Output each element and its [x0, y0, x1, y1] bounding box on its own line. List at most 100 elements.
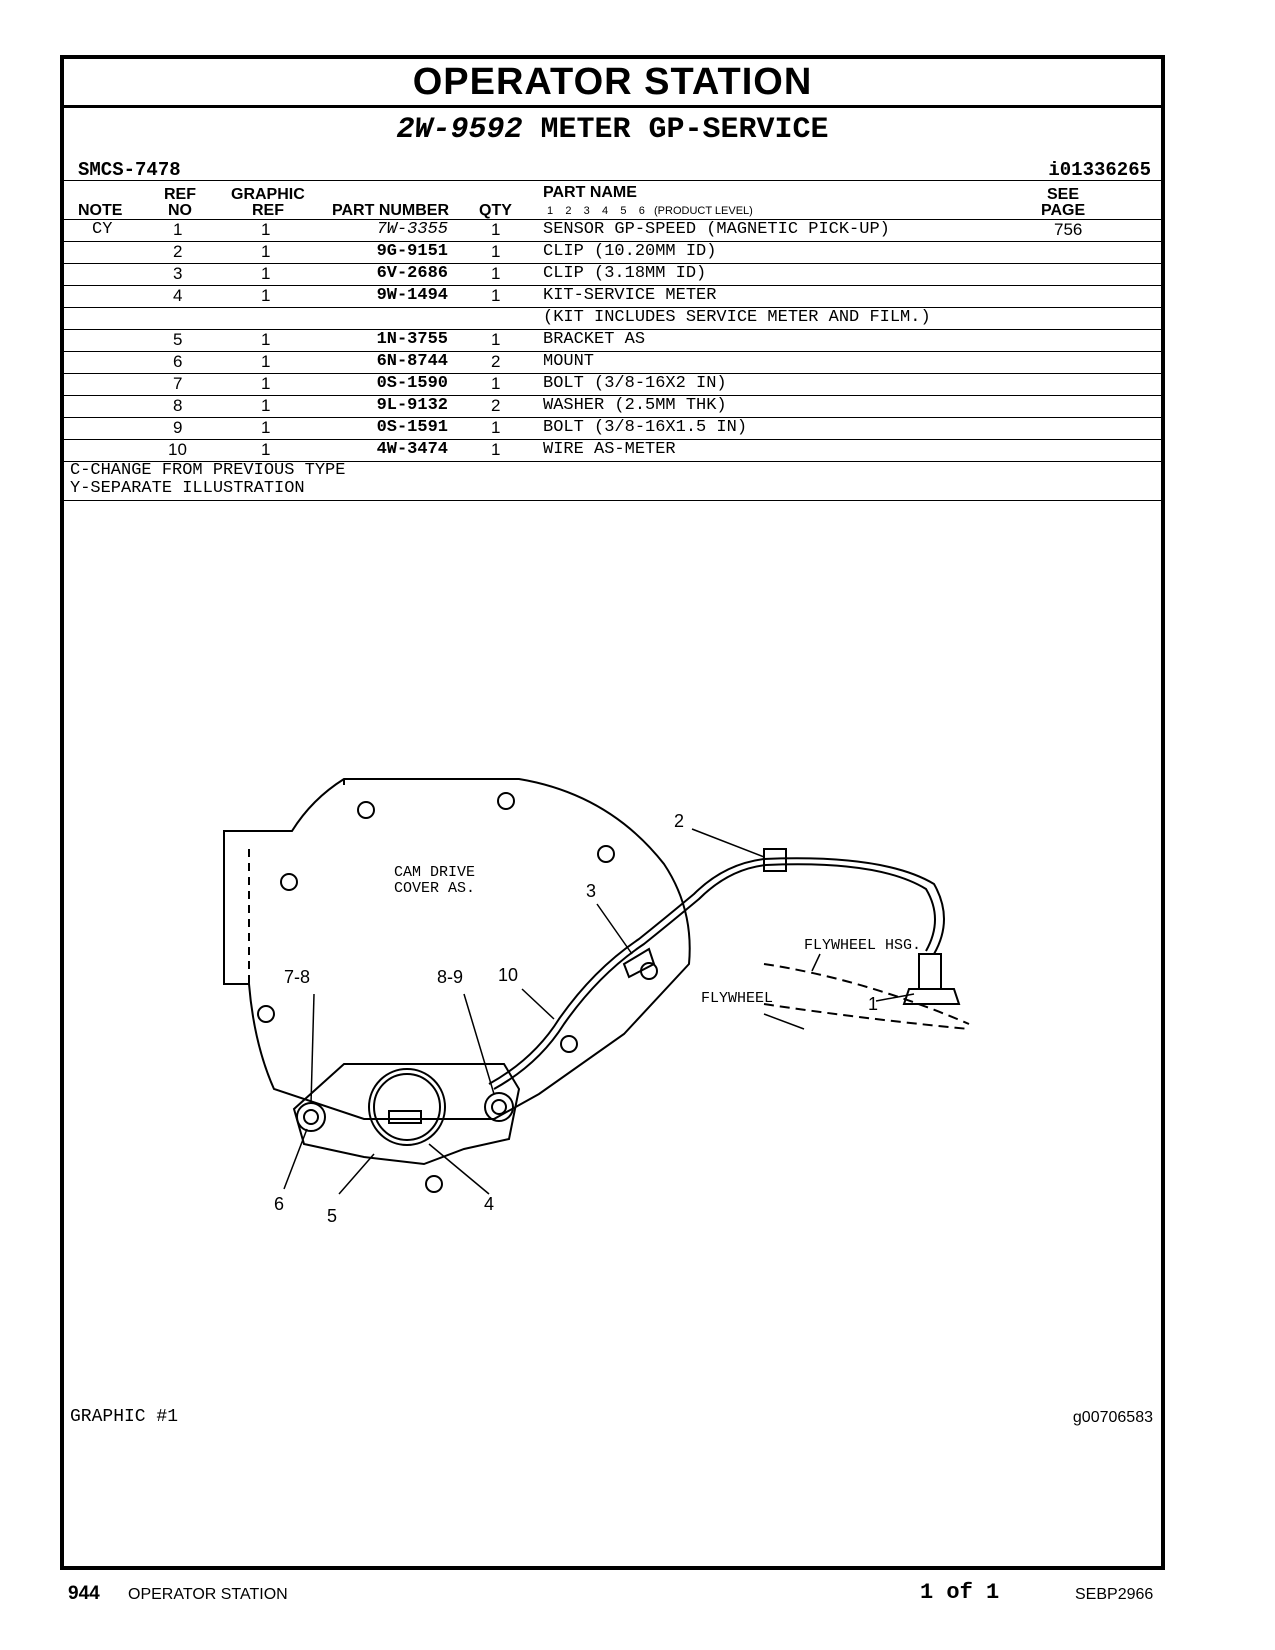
callout-7-8: 7-8 — [284, 967, 311, 987]
row-part-number: 0S-1591 — [376, 418, 448, 437]
row-part-name: BOLT (3/8-16X1.5 IN) — [543, 418, 748, 437]
row-ref: 2 — [173, 242, 183, 261]
row-part-name: KIT-SERVICE METER — [543, 286, 717, 305]
service-meter-face — [373, 1073, 441, 1141]
row-rule — [64, 439, 1161, 440]
header-part-name: PART NAME — [543, 184, 637, 201]
row-qty: 1 — [491, 264, 501, 283]
footer-document-number: SEBP2966 — [1075, 1586, 1154, 1603]
bolt-hole — [560, 1035, 578, 1053]
row-ref: 4 — [173, 286, 183, 305]
row-rule — [64, 241, 1161, 242]
row-qty: 1 — [491, 440, 501, 459]
callout-1: 1 — [868, 994, 879, 1014]
row-part-name: WIRE AS-METER — [543, 440, 676, 459]
footer-section: OPERATOR STATION — [128, 1586, 288, 1603]
callout-4: 4 — [484, 1194, 495, 1214]
row-graphic: 1 — [261, 396, 271, 415]
row-qty: 1 — [491, 220, 501, 239]
row-graphic: 1 — [261, 440, 271, 459]
row-graphic: 1 — [261, 264, 271, 283]
row-rule — [64, 329, 1161, 330]
header-product-level: 1 2 3 4 5 6 (PRODUCT LEVEL) — [547, 205, 753, 217]
cam-drive-cover-outline — [223, 778, 691, 1120]
row-rule — [64, 307, 1161, 308]
meter-counter — [388, 1110, 422, 1124]
footer-page-count: 1 of 1 — [920, 1580, 1000, 1605]
row-ref: 6 — [173, 352, 183, 371]
row-rule — [64, 373, 1161, 374]
row-part-name: WASHER (2.5MM THK) — [543, 396, 727, 415]
graphic-id: g00706583 — [1072, 1409, 1153, 1426]
bolt-hole — [280, 873, 298, 891]
row-rule — [64, 263, 1161, 264]
bolt-hole — [497, 792, 515, 810]
clip-3mm — [622, 947, 656, 979]
meter-wire — [488, 857, 945, 1085]
header-top-rule — [64, 180, 1161, 181]
row-rule — [64, 417, 1161, 418]
row-part-number: 6V-2686 — [376, 264, 448, 283]
row-rule — [64, 285, 1161, 286]
row-ref: 3 — [173, 264, 183, 283]
bolt-hole — [257, 1005, 275, 1023]
row-graphic: 1 — [261, 330, 271, 349]
bolt-hole — [425, 1175, 443, 1193]
row-see-page: 756 — [1054, 220, 1083, 239]
callout-6: 6 — [274, 1194, 285, 1214]
speed-sensor — [918, 953, 942, 990]
row-ref: 1 — [173, 220, 183, 239]
callout-10: 10 — [498, 965, 519, 985]
row-part-number: 4W-3474 — [376, 440, 448, 459]
row-note: CY — [92, 220, 113, 239]
row-part-name: CLIP (3.18MM ID) — [543, 264, 707, 283]
group-title: 2W-9592 METER GP-SERVICE — [64, 112, 1161, 148]
row-graphic: 1 — [261, 220, 271, 239]
row-part-number: 9L-9132 — [376, 396, 448, 415]
row-qty: 2 — [491, 396, 501, 415]
row-part-number: 0S-1590 — [376, 374, 448, 393]
page-title: OPERATOR STATION — [64, 59, 1161, 108]
header-bottom-rule — [64, 219, 1161, 220]
row-part-number: 9W-1494 — [376, 286, 448, 305]
row-part-name: CLIP (10.20MM ID) — [543, 242, 717, 261]
service-meter — [368, 1068, 446, 1146]
cam-drive-label-line: COVER AS. — [394, 880, 476, 897]
row-qty: 2 — [491, 352, 501, 371]
meter-wire — [493, 863, 936, 1090]
cam-drive-label: CAM DRIVE COVER AS. — [394, 865, 475, 897]
clip-10mm — [763, 848, 787, 872]
row-part-number: 7W-3355 — [376, 220, 448, 239]
footer-page-number: 944 — [68, 1583, 100, 1604]
row-part-name: SENSOR GP-SPEED (MAGNETIC PICK-UP) — [543, 220, 890, 239]
row-graphic: 1 — [261, 418, 271, 437]
document-identifier: i01336265 — [1048, 159, 1151, 181]
row-rule — [64, 461, 1161, 462]
row-qty: 1 — [491, 286, 501, 305]
header-ref-line1: REF — [164, 186, 196, 203]
row-graphic: 1 — [261, 286, 271, 305]
header-see-line1: SEE — [1047, 186, 1080, 203]
header-part-number: PART NUMBER — [332, 202, 450, 219]
mount-bolt — [484, 1092, 514, 1122]
legend-line: C-CHANGE FROM PREVIOUS TYPE — [70, 461, 346, 480]
row-part-name: BOLT (3/8-16X2 IN) — [543, 374, 727, 393]
row-ref: 10 — [168, 440, 187, 459]
row-part-name: MOUNT — [543, 352, 595, 371]
row-rule — [64, 351, 1161, 352]
row-ref: 7 — [173, 374, 183, 393]
flywheel-label: FLYWHEEL — [701, 990, 774, 1007]
mount-bolt-head — [491, 1099, 507, 1115]
row-part-number: 9G-9151 — [376, 242, 448, 261]
page-frame: OPERATOR STATION 2W-9592 METER GP-SERVIC… — [60, 55, 1165, 1570]
group-part-number: 2W-9592 — [396, 113, 523, 147]
row-ref: 8 — [173, 396, 183, 415]
mount-bolt — [296, 1102, 326, 1132]
flywheel-edge — [763, 1003, 970, 1030]
smcs-code: SMCS-7478 — [78, 159, 181, 181]
graphic-label: GRAPHIC #1 — [70, 1407, 179, 1427]
callout-3: 3 — [586, 881, 597, 901]
callout-5: 5 — [327, 1206, 338, 1226]
bolt-hole — [357, 801, 375, 819]
bolt-hole — [640, 962, 658, 980]
